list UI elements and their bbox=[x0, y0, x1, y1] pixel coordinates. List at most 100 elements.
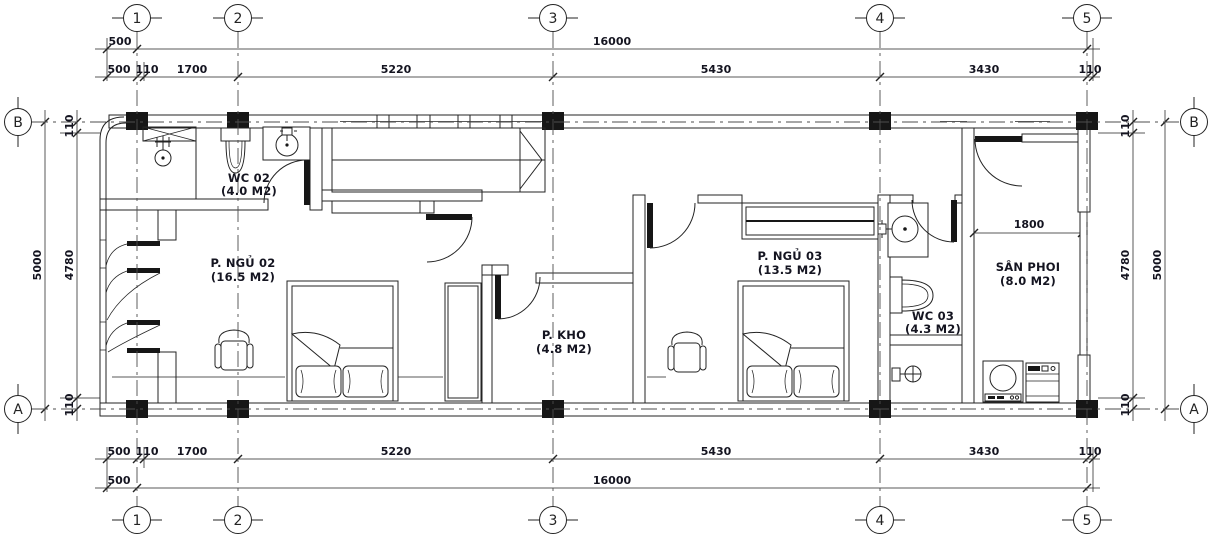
grid-bubble-label: 4 bbox=[876, 513, 885, 529]
stair-direction-arrow bbox=[519, 130, 543, 190]
room-area: (4.3 M2) bbox=[905, 322, 961, 336]
pillow bbox=[342, 365, 389, 398]
storage-door-arc bbox=[497, 276, 541, 320]
wc03-toilet bbox=[889, 276, 934, 314]
bedroom03-door-arc bbox=[649, 202, 696, 249]
grid-bubble-label: 1 bbox=[133, 513, 142, 529]
shower-head bbox=[154, 136, 172, 167]
grid-bubble-label: 3 bbox=[549, 513, 558, 529]
bedroom02-door-arc bbox=[426, 216, 473, 263]
room-labels: WC 02 (4.0 M2) P. NGỦ 02 (16.5 M2) P. KH… bbox=[211, 171, 1061, 356]
dim-label: 500 bbox=[109, 35, 132, 48]
dim-label: 500 bbox=[108, 445, 131, 458]
dim-label: 5220 bbox=[381, 445, 412, 458]
right-wall bbox=[1077, 127, 1091, 213]
grid-bubbles: 1 2 3 4 5 1 2 3 4 5 B A B A bbox=[4, 4, 1208, 534]
room-name: P. NGỦ 03 bbox=[758, 247, 823, 263]
interior-walls bbox=[99, 127, 1079, 404]
dim-label: 110 bbox=[136, 445, 159, 458]
bedroom03-door-leaf bbox=[647, 203, 653, 248]
doors bbox=[263, 136, 1023, 320]
dim-label: 110 bbox=[136, 63, 159, 76]
room-area: (4.0 M2) bbox=[221, 184, 277, 198]
washing-machine bbox=[982, 360, 1024, 403]
room-area: (8.0 M2) bbox=[1000, 274, 1056, 288]
balcony-rail bbox=[1079, 211, 1088, 356]
dim-label: 110 bbox=[1079, 63, 1102, 76]
dim-label: 5430 bbox=[701, 445, 732, 458]
chair bbox=[667, 331, 707, 373]
storage-shelf bbox=[444, 282, 482, 402]
room-area: (16.5 M2) bbox=[211, 270, 275, 284]
dim-label: 5000 bbox=[1151, 249, 1164, 280]
dim-label: 4780 bbox=[63, 249, 76, 280]
storage-door-leaf bbox=[495, 275, 501, 319]
wc03-door-leaf bbox=[951, 200, 957, 242]
dim-label: 110 bbox=[63, 393, 76, 416]
grid-bubble-label: 4 bbox=[876, 11, 885, 27]
laundry-tap bbox=[891, 365, 922, 383]
wc03-fixtures bbox=[877, 202, 934, 383]
grid-bubble-label: 1 bbox=[133, 11, 142, 27]
room-area: (4.8 M2) bbox=[536, 342, 592, 356]
bed bbox=[737, 280, 850, 402]
dim-label: 110 bbox=[1119, 114, 1132, 137]
wc02-toilet bbox=[220, 127, 251, 174]
dim-label: 16000 bbox=[593, 35, 632, 48]
grid-bubble-label: A bbox=[1189, 402, 1199, 418]
chair bbox=[214, 329, 254, 371]
room-name: WC 03 bbox=[912, 309, 954, 323]
top-wall-windows bbox=[340, 114, 1050, 129]
dim-label: 3430 bbox=[969, 445, 1000, 458]
pillow bbox=[295, 365, 342, 398]
dim-label: 16000 bbox=[593, 474, 632, 487]
dim-label: 4780 bbox=[1119, 249, 1132, 280]
dim-label: 110 bbox=[1119, 393, 1132, 416]
dim-label: 500 bbox=[108, 63, 131, 76]
grid-bubble-label: 3 bbox=[549, 11, 558, 27]
blanket-fold bbox=[290, 331, 341, 370]
dim-label: 110 bbox=[1079, 445, 1102, 458]
wc03-door-arc bbox=[911, 199, 955, 243]
grid-bubble-label: B bbox=[13, 115, 23, 131]
room-name: P. KHO bbox=[542, 328, 586, 342]
room-name: SÂN PHOI bbox=[996, 259, 1061, 274]
wc03-sink bbox=[877, 202, 929, 258]
dim-label: 1800 bbox=[1014, 218, 1045, 231]
dim-label: 1700 bbox=[177, 63, 208, 76]
grid-bubble-label: A bbox=[13, 402, 23, 418]
room-name: WC 02 bbox=[228, 171, 270, 185]
stair-landing-rail bbox=[331, 200, 421, 214]
wc02-door-arc bbox=[263, 159, 308, 204]
wc02-fixtures bbox=[142, 126, 311, 199]
grid-axis-lines bbox=[32, 32, 1181, 507]
dryer-cabinet bbox=[1025, 362, 1060, 403]
grid-bubble-label: 2 bbox=[234, 11, 243, 27]
dim-label: 5000 bbox=[31, 249, 44, 280]
left-wall bbox=[99, 116, 125, 403]
san-phoi-appliances bbox=[982, 360, 1060, 403]
room-area: (13.5 M2) bbox=[758, 263, 822, 277]
dim-label: 5430 bbox=[701, 63, 732, 76]
grid-bubble-label: 5 bbox=[1083, 11, 1092, 27]
bedroom02-wardrobe bbox=[105, 241, 161, 353]
dim-label: 5220 bbox=[381, 63, 412, 76]
bed bbox=[286, 280, 399, 402]
grid-bubble-label: B bbox=[1189, 115, 1199, 131]
dim-label: 1700 bbox=[177, 445, 208, 458]
dim-label: 110 bbox=[63, 114, 76, 137]
bedroom03-wardrobe bbox=[741, 202, 879, 240]
san-phoi-door-leaf bbox=[975, 136, 1022, 142]
grid-bubble-label: 2 bbox=[234, 513, 243, 529]
dimension-lines bbox=[40, 38, 1170, 493]
wc02-door-leaf bbox=[304, 160, 310, 205]
staircase bbox=[331, 127, 546, 193]
bedroom02-door-leaf bbox=[426, 214, 472, 220]
dimension-labels: 500 16000 500 110 1700 5220 5430 3430 11… bbox=[31, 35, 1164, 487]
san-phoi-door-arc bbox=[974, 138, 1023, 187]
dim-label: 500 bbox=[108, 474, 131, 487]
room-name: P. NGỦ 02 bbox=[211, 254, 276, 270]
dim-label: 3430 bbox=[969, 63, 1000, 76]
